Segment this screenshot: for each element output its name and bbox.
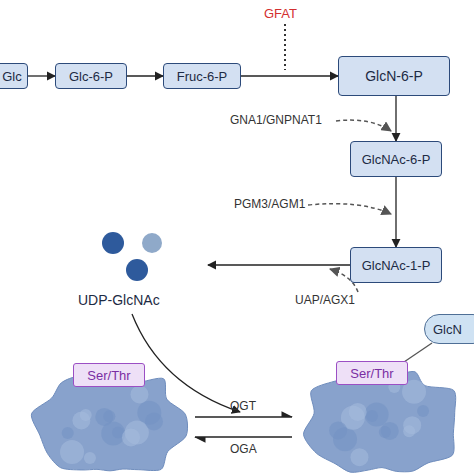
node-text: GlcN-6-P (365, 68, 423, 84)
donor-arrow (132, 314, 240, 412)
enzyme-label: OGT (230, 399, 256, 413)
metabolite-box: GlcNAc-6-P (350, 141, 442, 177)
enzyme-arrow (308, 204, 391, 214)
enzyme-label: OGA (230, 442, 257, 456)
protein-texture (60, 440, 84, 464)
protein-texture (84, 452, 96, 464)
pathway-arrow (208, 264, 350, 265)
glycan-pill: GlcN (424, 314, 474, 344)
node-text: GlcNAc-1-P (362, 258, 431, 273)
metabolite-box: Glc (0, 63, 28, 89)
protein-texture (329, 421, 347, 439)
node-text: GlcNAc-6-P (362, 152, 431, 167)
gfat-dotted-line (284, 24, 286, 70)
sugar-bead (142, 233, 162, 253)
enzyme-label: PGM3/AGM1 (234, 197, 305, 211)
glycan-link (404, 343, 432, 362)
protein-texture (417, 405, 429, 417)
node-text: GlcN (433, 322, 462, 337)
node-text: Glc-6-P (69, 69, 113, 84)
node-text: Ser/Thr (87, 368, 130, 383)
enzyme-label: UAP/AGX1 (295, 293, 355, 307)
protein-texture (365, 402, 389, 426)
metabolite-label: UDP-GlcNAc (78, 292, 160, 308)
oga-arrow (195, 436, 292, 437)
enzyme-label: GNA1/GNPNAT1 (230, 113, 322, 127)
protein-texture (130, 385, 148, 403)
protein-texture (103, 410, 115, 422)
protein-texture (145, 413, 163, 431)
sugar-bead (126, 259, 148, 281)
sugar-bead (102, 232, 124, 254)
protein-texture (122, 428, 140, 446)
enzyme-arrow (336, 120, 391, 131)
protein-texture (101, 422, 125, 446)
protein-texture (349, 403, 367, 421)
protein-texture (62, 427, 74, 439)
metabolite-box: GlcNAc-1-P (350, 247, 442, 283)
pathway-arrow (395, 177, 396, 247)
protein-texture (350, 448, 368, 466)
pathway-arrow (395, 96, 396, 141)
pathway-arrow (28, 75, 55, 76)
node-text: Glc (2, 69, 22, 84)
node-text: Fruc-6-P (177, 69, 228, 84)
residue-box: Ser/Thr (73, 363, 145, 387)
enzyme-label: GFAT (264, 6, 297, 21)
pathway-arrow (127, 75, 163, 76)
protein-texture (80, 409, 92, 421)
residue-box: Ser/Thr (336, 361, 408, 385)
metabolite-box: Glc-6-P (55, 63, 127, 89)
metabolite-box: GlcN-6-P (338, 56, 450, 96)
ogt-arrow (195, 416, 292, 417)
protein-blob (304, 370, 456, 472)
pathway-arrow (241, 75, 338, 76)
protein-blob (31, 377, 187, 471)
protein-texture (403, 425, 415, 437)
metabolite-box: Fruc-6-P (163, 63, 241, 89)
protein-texture (379, 426, 391, 438)
node-text: Ser/Thr (350, 366, 393, 381)
